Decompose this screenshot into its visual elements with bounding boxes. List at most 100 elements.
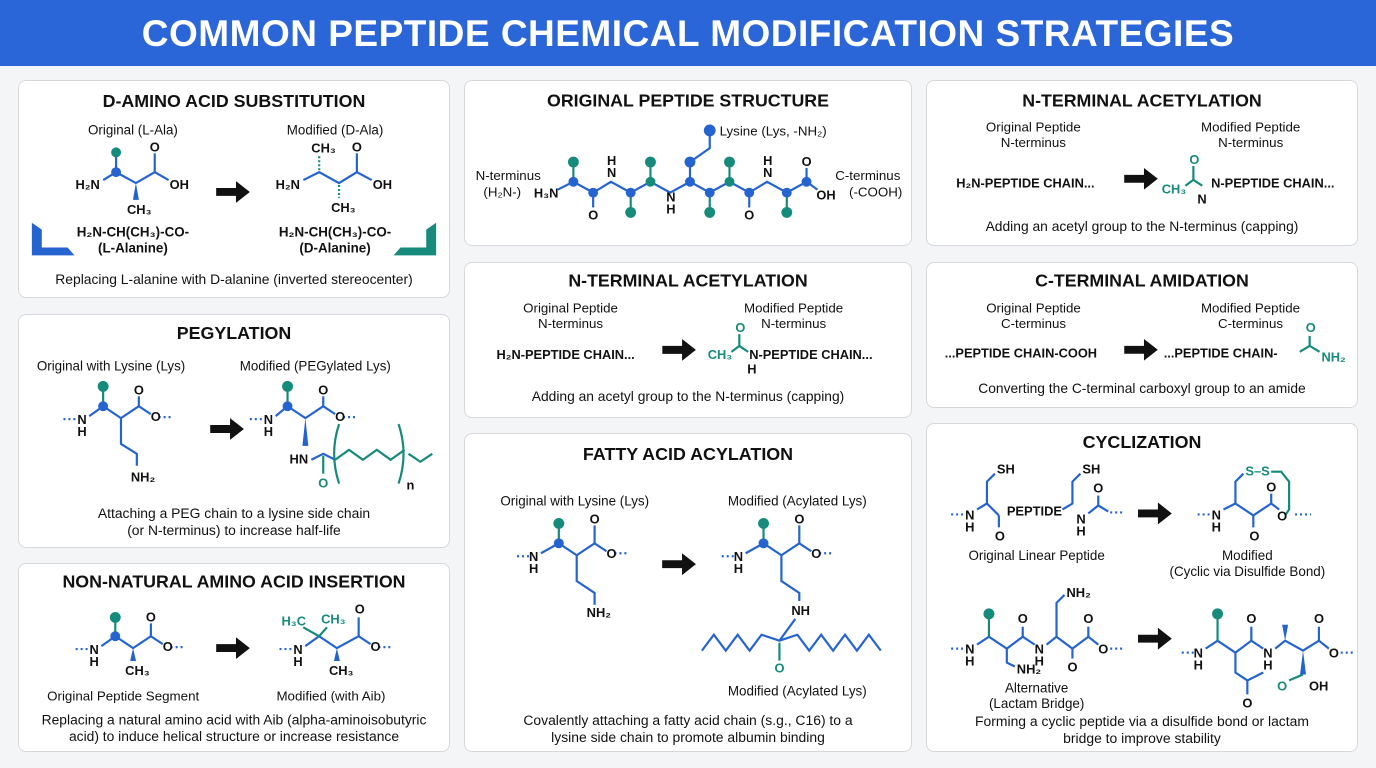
modified-label: Modified (PEGylated Lys) xyxy=(240,359,391,374)
svg-text:SH: SH xyxy=(1082,462,1100,477)
lysine-structure: NH OO NH₂ xyxy=(63,380,173,485)
svg-text:O: O xyxy=(1277,508,1287,523)
svg-text:N: N xyxy=(1197,192,1206,207)
caption: Covalently attaching a fatty acid chain … xyxy=(523,712,853,728)
modified-label: Modified Peptide xyxy=(1201,300,1300,315)
svg-text:O: O xyxy=(1189,152,1199,167)
panel-title: C-TERMINAL AMIDATION xyxy=(1035,271,1249,291)
l-alanine-structure: H₂N CH₃ OOH xyxy=(75,139,188,216)
svg-text:NH₂: NH₂ xyxy=(1017,661,1042,676)
svg-text:O: O xyxy=(371,639,381,654)
original-label: Original with Lysine (Lys) xyxy=(37,359,185,374)
caption: lysine side chain to promote albumin bin… xyxy=(551,729,825,745)
arrow-icon xyxy=(1124,338,1158,361)
svg-text:O: O xyxy=(134,382,144,397)
caption: Adding an acetyl group to the N-terminus… xyxy=(532,388,845,404)
svg-text:O: O xyxy=(151,409,161,424)
svg-text:O: O xyxy=(318,476,328,491)
svg-text:H: H xyxy=(1263,657,1272,672)
svg-text:N: N xyxy=(965,642,974,657)
svg-text:O: O xyxy=(1306,320,1316,335)
modified-name: (D-Alanine) xyxy=(299,240,370,255)
original-segment-structure: NH OO CH₃ xyxy=(75,609,185,678)
modified-sub: (Cyclic via Disulfide Bond) xyxy=(1169,564,1325,579)
svg-text:OH: OH xyxy=(373,177,392,192)
svg-text:N: N xyxy=(607,165,616,180)
original-chain: H₂N-PEPTIDE CHAIN... xyxy=(496,347,634,362)
svg-text:CH₃: CH₃ xyxy=(125,663,150,678)
original-sub: C-terminus xyxy=(1001,316,1066,331)
svg-text:CH₃: CH₃ xyxy=(331,200,356,215)
lactam-precursor-structure: NH NH₂ O NH NH₂ O OO xyxy=(951,585,1125,676)
caption: Adding an acetyl group to the N-terminus… xyxy=(986,218,1299,234)
original-label: Original Linear Peptide xyxy=(968,548,1104,563)
caption: (or N-terminus) to increase half-life xyxy=(127,522,341,538)
svg-text:N: N xyxy=(1263,646,1272,661)
svg-text:H: H xyxy=(293,654,302,669)
acylated-lysine-structure: NH OO NH O xyxy=(701,511,882,675)
n-terminus-label: N-terminus xyxy=(476,168,542,183)
svg-text:O: O xyxy=(794,511,804,526)
modified-label: Modified (D-Ala) xyxy=(287,123,384,138)
c-terminus-label: C-terminus xyxy=(835,168,901,183)
svg-text:O: O xyxy=(355,601,365,616)
svg-text:H₃C: H₃C xyxy=(281,613,306,628)
svg-text:CH₃: CH₃ xyxy=(329,663,354,678)
svg-text:N: N xyxy=(666,190,675,205)
svg-text:HN: HN xyxy=(290,452,309,467)
svg-text:CH₃: CH₃ xyxy=(127,202,152,217)
svg-text:O: O xyxy=(163,639,173,654)
panel-original-peptide-structure: ORIGINAL PEPTIDE STRUCTURE N-terminus (H… xyxy=(464,80,912,246)
modified-sub: N-terminus xyxy=(761,316,826,331)
corner-decoration xyxy=(393,222,437,256)
caption: Converting the C-terminal carboxyl group… xyxy=(978,381,1306,396)
svg-text:O: O xyxy=(607,546,617,561)
svg-text:O: O xyxy=(590,511,600,526)
svg-text:N: N xyxy=(1076,511,1085,526)
svg-text:H₃N: H₃N xyxy=(534,186,558,201)
svg-text:H: H xyxy=(965,654,974,669)
modified-chain: ...PEPTIDE CHAIN- xyxy=(1164,346,1278,361)
svg-text:O: O xyxy=(1329,646,1339,661)
svg-text:O: O xyxy=(1277,678,1287,693)
svg-text:O: O xyxy=(588,207,598,222)
modified-label: Modified (with Aib) xyxy=(276,689,385,704)
svg-text:H: H xyxy=(666,201,675,216)
panel-title: ORIGINAL PEPTIDE STRUCTURE xyxy=(547,91,829,111)
svg-text:NH₂: NH₂ xyxy=(587,605,612,620)
modified-chain: N-PEPTIDE CHAIN... xyxy=(1211,176,1334,191)
svg-text:N: N xyxy=(293,642,302,657)
panel-title: N-TERMINAL ACETYLATION xyxy=(1022,91,1262,111)
lysine-structure: NH OO NH₂ xyxy=(517,511,627,620)
svg-text:O: O xyxy=(335,409,345,424)
original-chain: H₂N-PEPTIDE CHAIN... xyxy=(956,176,1094,191)
arrow-icon xyxy=(662,553,696,576)
svg-text:H: H xyxy=(90,654,99,669)
svg-text:H: H xyxy=(1194,657,1203,672)
svg-text:O: O xyxy=(1083,611,1093,626)
svg-text:H₂N: H₂N xyxy=(276,177,300,192)
original-label: Original with Lysine (Lys) xyxy=(500,494,649,509)
original-label: Original (L-Ala) xyxy=(88,123,178,138)
panel-n-terminal-acetylation-right: N-TERMINAL ACETYLATION Original Peptide … xyxy=(926,80,1358,246)
svg-text:CH₃: CH₃ xyxy=(311,140,336,155)
svg-text:NH₂: NH₂ xyxy=(1066,585,1091,600)
svg-text:N: N xyxy=(77,412,86,427)
panel-fatty-acid-acylation: FATTY ACID ACYLATION Original with Lysin… xyxy=(464,433,912,752)
panel-title: FATTY ACID ACYLATION xyxy=(583,444,793,464)
svg-text:S–S: S–S xyxy=(1245,464,1270,479)
svg-text:OH: OH xyxy=(170,177,189,192)
caption: Forming a cyclic peptide via a disulfide… xyxy=(975,713,1309,729)
peptide-chain-structure: H₃N O NH NH O NH O OH xyxy=(534,124,836,222)
c-terminus-group: (-COOH) xyxy=(849,185,902,200)
svg-text:OH: OH xyxy=(816,188,835,203)
modified-formula: H₂N-CH(CH₃)-CO- xyxy=(279,225,391,240)
original-label: Original Peptide xyxy=(523,300,618,315)
svg-text:H₂N: H₂N xyxy=(75,177,99,192)
modified-sub: C-terminus xyxy=(1218,316,1283,331)
